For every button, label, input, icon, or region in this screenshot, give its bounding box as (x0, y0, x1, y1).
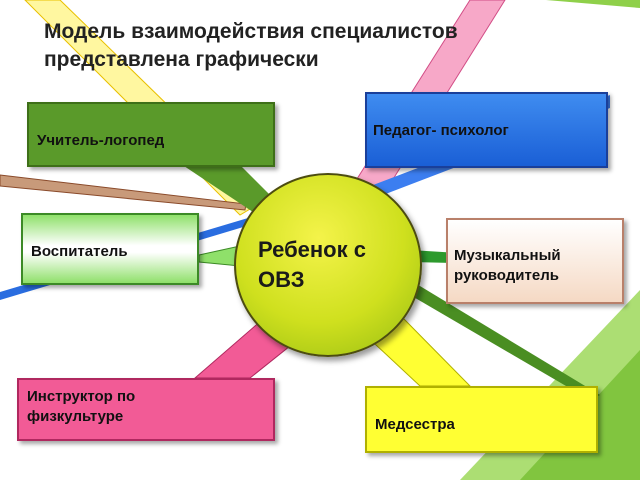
ray-green-right (405, 280, 600, 400)
node-nurse: Медсестра (365, 386, 598, 453)
node-educator: Воспитатель (21, 213, 199, 285)
node-label: Инструктор по физкультуре (27, 388, 136, 425)
node-label: Музыкальный руководитель (454, 247, 561, 284)
bg-green-ray (546, 0, 640, 8)
center-child-node: Ребенок с ОВЗ (234, 173, 422, 357)
node-label: Медсестра (375, 416, 455, 433)
node-label: Педагог- психолог (373, 122, 509, 139)
node-speech-therapist: Учитель-логопед (27, 102, 275, 167)
node-pe-instructor: Инструктор по физкультуре (17, 378, 275, 441)
node-music-director: Музыкальный руководитель (446, 218, 624, 304)
center-label: Ребенок с ОВЗ (258, 237, 366, 292)
node-label: Воспитатель (31, 243, 128, 260)
ray-brown (0, 174, 247, 211)
slide-title: Модель взаимодействия специалистов предс… (44, 20, 458, 71)
node-psychologist: Педагог- психолог (365, 92, 608, 168)
node-label: Учитель-логопед (37, 132, 165, 149)
